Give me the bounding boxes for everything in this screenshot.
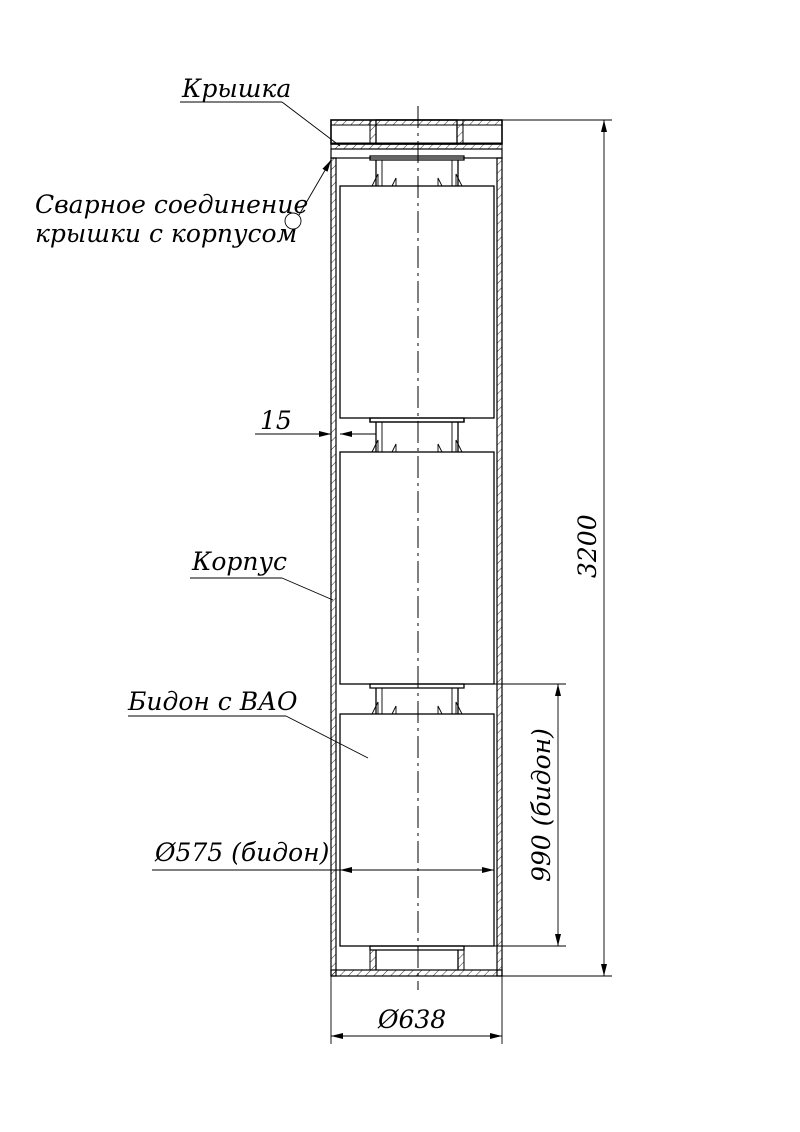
dimension-total-height (502, 119, 612, 977)
label-weld-line2: крышки с корпусом (35, 219, 297, 248)
label-canister-height: 990 (бидон) (527, 728, 556, 882)
lid (330, 119, 503, 159)
label-gap: 15 (260, 406, 292, 435)
label-total-height: 3200 (573, 514, 602, 578)
dimension-outer-diameter (330, 976, 503, 1044)
canister-top (339, 155, 495, 423)
canister-middle (339, 417, 495, 685)
leader-lines (128, 101, 369, 759)
canister-bottom (339, 683, 495, 971)
shell-body (330, 157, 503, 977)
label-lid: Крышка (181, 74, 291, 103)
label-canister-diameter: Ø575 (бидон) (154, 838, 329, 867)
label-outer-diameter: Ø638 (377, 1005, 446, 1034)
label-body: Корпус (191, 547, 287, 576)
label-weld-line1: Сварное соединение (35, 190, 308, 219)
label-canister: Бидон с ВАО (127, 687, 298, 716)
dimension-canister-height (464, 683, 566, 947)
